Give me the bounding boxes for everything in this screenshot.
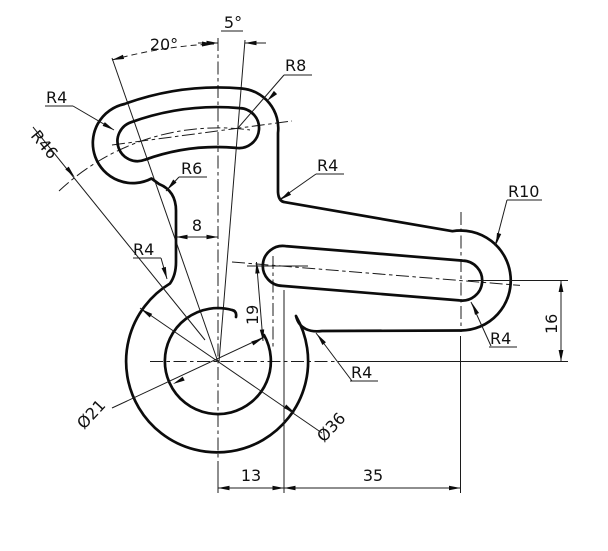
- label-r46: R46: [27, 126, 62, 162]
- label-r4-hub-fillet: R4: [351, 363, 372, 382]
- arrowhead: [317, 334, 326, 345]
- label-dim-8: 8: [192, 216, 202, 235]
- label-r4-neck: R4: [133, 240, 154, 259]
- arrowhead: [259, 329, 265, 341]
- label-r6: R6: [181, 159, 202, 178]
- arrowhead: [218, 485, 230, 491]
- label-dim-19: 19: [243, 305, 262, 325]
- label-dia-36: Ø36: [313, 409, 349, 446]
- label-r10: R10: [508, 182, 539, 201]
- arrowhead: [558, 350, 564, 362]
- label-angle-5: 5°: [224, 13, 242, 32]
- arrowhead: [102, 122, 114, 130]
- part-outline: [91, 86, 513, 454]
- arrowhead: [173, 376, 185, 384]
- upper-slot-axis: [111, 120, 293, 146]
- arrowhead: [255, 262, 260, 274]
- arrowhead: [141, 309, 153, 318]
- arrowhead: [267, 90, 278, 101]
- label-r4-right-slot: R4: [490, 329, 511, 348]
- arrowhead: [496, 232, 502, 245]
- arrowhead: [176, 234, 188, 240]
- dim-dia21-line: [111, 336, 265, 409]
- arrowhead: [283, 404, 295, 413]
- centerlines: [58, 38, 568, 493]
- dim-r46-line: [32, 126, 206, 341]
- label-angle-20: 20°: [150, 35, 178, 54]
- arrowhead: [202, 41, 214, 47]
- arrowhead: [65, 166, 75, 178]
- dimension-lines: [32, 30, 568, 493]
- dim-19-line: [256, 261, 264, 342]
- arrowhead: [472, 303, 480, 315]
- arrowhead: [167, 179, 177, 190]
- arrowhead: [558, 280, 564, 292]
- arrowhead: [206, 234, 218, 240]
- arrowhead: [272, 485, 284, 491]
- part-geometry: [91, 86, 513, 454]
- arm-centerline-arc-r46: [58, 127, 251, 192]
- dim-dia36-line: [139, 307, 323, 434]
- arrowhead: [449, 485, 461, 491]
- right-arm-slot: [261, 244, 484, 302]
- label-r4-notch: R4: [317, 156, 338, 175]
- dim-r8-leader: [237, 74, 285, 129]
- label-dim-35: 35: [363, 466, 383, 485]
- label-dim-13: 13: [241, 466, 261, 485]
- arrowhead: [161, 266, 167, 279]
- upper-arm-slot: [116, 105, 261, 163]
- arrowhead: [251, 338, 263, 346]
- inner-bore-spiral: [163, 306, 273, 416]
- arrowhead: [112, 54, 125, 60]
- label-r8: R8: [285, 56, 306, 75]
- label-r4-top-left: R4: [46, 88, 67, 107]
- arrowhead: [284, 485, 296, 491]
- label-dim-16: 16: [542, 314, 561, 334]
- label-dia-21: Ø21: [73, 396, 109, 433]
- arrowhead: [280, 191, 292, 200]
- arrowhead: [245, 40, 257, 46]
